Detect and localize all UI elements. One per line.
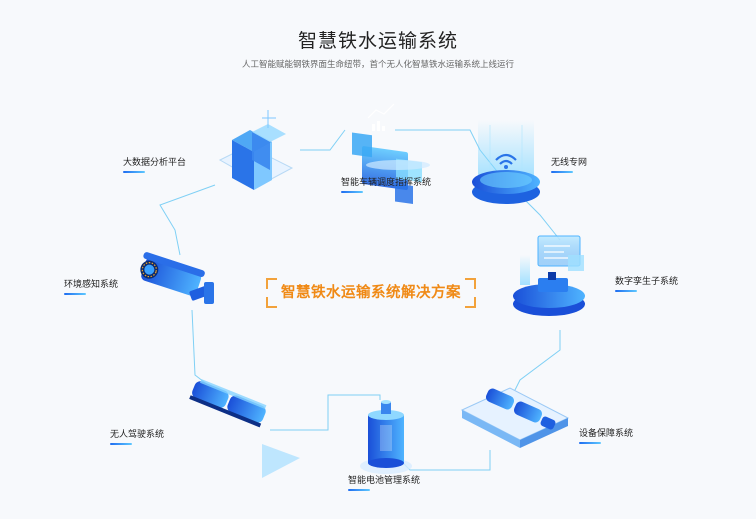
label-digital-twin: 数字孪生子系统 (615, 274, 678, 292)
big-data-server-illustration (218, 110, 294, 190)
connector-driverless-environment (191, 309, 209, 386)
equipment-train-illustration (460, 387, 570, 448)
digital-twin-illustration (513, 235, 585, 316)
connector-battery-driverless (270, 394, 381, 431)
connector-lines (159, 129, 561, 471)
bracket-corner (266, 278, 277, 289)
label-battery-system: 智能电池管理系统 (348, 473, 420, 491)
connector-twin-equipment (509, 330, 561, 401)
bracket-corner (266, 297, 277, 308)
surveillance-camera-illustration (140, 252, 214, 304)
connector-environment-bigdata (159, 184, 216, 256)
label-driverless-system: 无人驾驶系统 (110, 427, 164, 445)
center-title-text: 智慧铁水运输系统解决方案 (281, 285, 461, 301)
label-big-data-platform: 大数据分析平台 (123, 155, 186, 173)
page-subtitle: 人工智能赋能钢铁界面生命纽带，首个无人化智慧铁水运输系统上线运行 (241, 60, 514, 70)
label-wireless-network: 无线专网 (551, 155, 587, 173)
driverless-train-illustration (189, 379, 300, 478)
bracket-corner (465, 297, 476, 308)
bracket-corner (465, 278, 476, 289)
wireless-router-illustration (472, 120, 540, 204)
connector-wireless-twin (519, 194, 561, 241)
connector-bigdata-dispatch (300, 129, 346, 151)
dispatch-screens-illustration (352, 103, 430, 205)
battery-illustration (360, 400, 412, 474)
label-dispatch-system: 智能车辆调度指挥系统 (341, 175, 431, 193)
label-environment-system: 环境感知系统 (64, 277, 118, 295)
page-title: 智慧铁水运输系统 (297, 30, 458, 52)
center-solution-title: 智慧铁水运输系统解决方案 (266, 278, 476, 308)
label-equipment-system: 设备保障系统 (579, 426, 633, 444)
